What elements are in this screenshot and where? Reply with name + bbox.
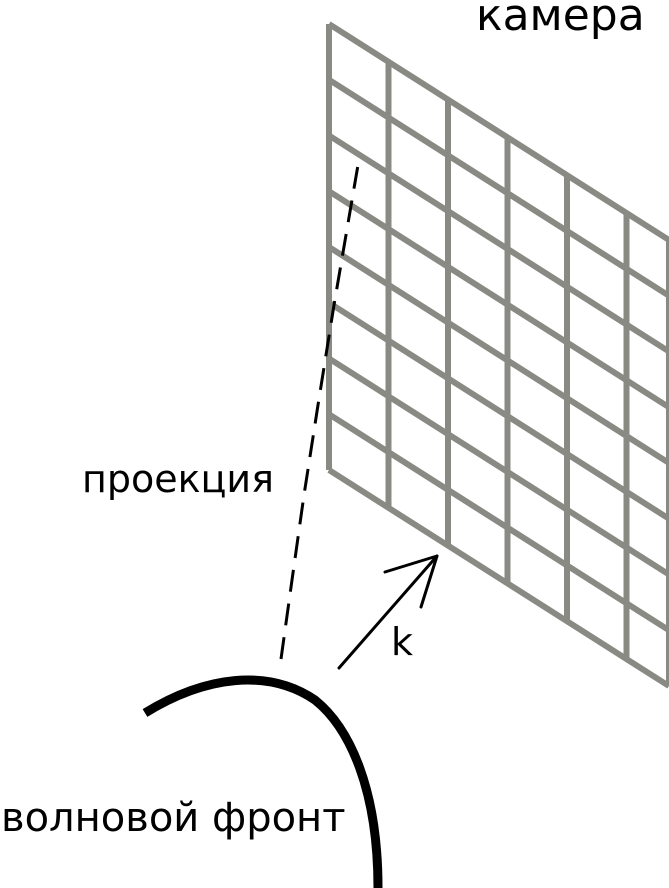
grid-row-line [327,467,669,689]
camera-sensor-grid [326,21,669,689]
wave-vector-label: k [391,620,413,664]
grid-row-line [327,300,669,522]
grid-row-line [327,77,669,299]
grid-row-line [327,244,669,466]
wavefront-curve [142,675,383,888]
grid-row-line [327,132,669,355]
wave-vector-arrow [337,554,439,670]
camera-label: камера [476,0,645,41]
projection-line [279,164,360,660]
grid-row-line [327,188,669,410]
grid-row-line [327,411,669,633]
grid-row-line [327,21,669,243]
projection-label: проекция [82,457,274,501]
grid-row-line [327,355,669,578]
wavefront-label: волновой фронт [1,795,346,841]
